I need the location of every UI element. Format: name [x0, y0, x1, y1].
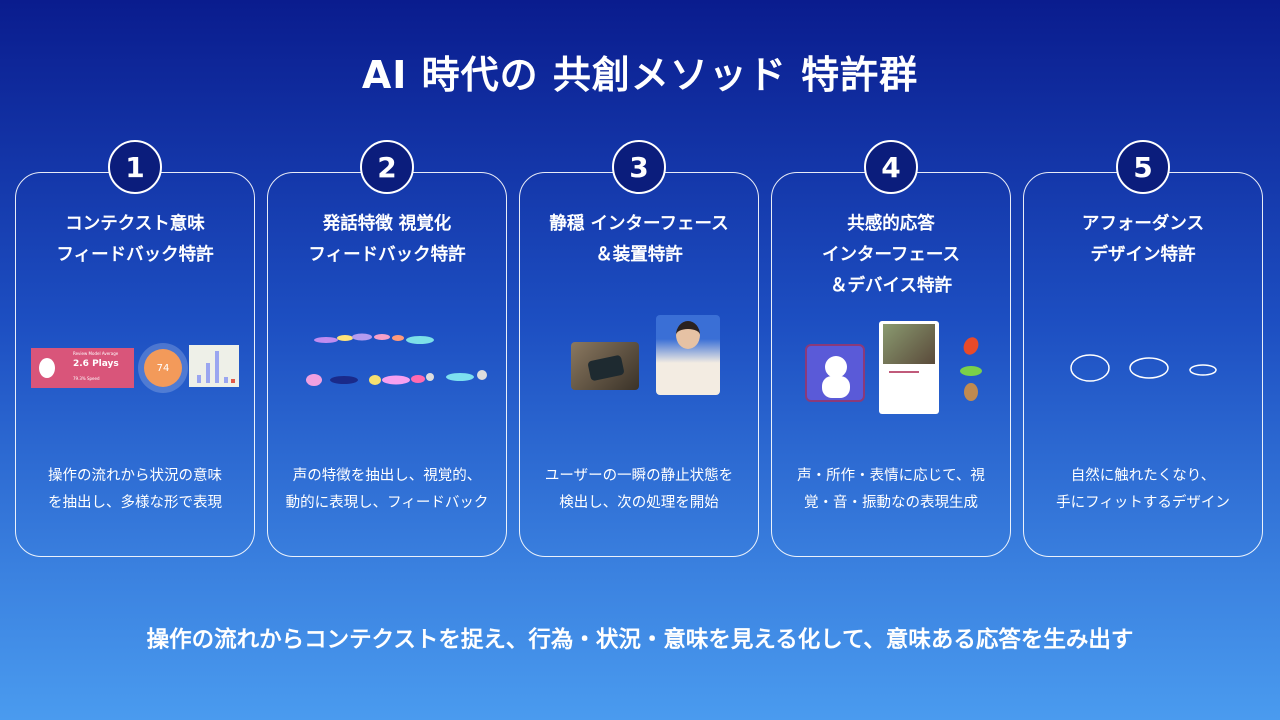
card-description: ユーザーの一瞬の静止状態を検出し、次の処理を開始 — [544, 468, 734, 511]
card-number: 1 — [108, 140, 162, 194]
robot-character-card — [805, 344, 865, 402]
context-dashboard-image: Review Model Average 2.6 Plays 79.3% Spe… — [16, 343, 254, 393]
bar-chart-thumb — [189, 345, 239, 387]
patent-card-4: 4 共感的応答インターフェース＆デバイス特許 声・所作・表情に応じて、視覚・音・… — [771, 140, 1011, 557]
card-number: 3 — [612, 140, 666, 194]
patent-card-2: 2 発話特徴 視覚化フィードバック特許 声の特徴を抽出し、視覚的、動的に表現し、… — [267, 140, 507, 557]
card-number: 5 — [1116, 140, 1170, 194]
summary-footer: 操作の流れからコンテクストを捉え、行為・状況・意味を見える化して、意味ある応答を… — [146, 627, 1134, 653]
card-number: 4 — [864, 140, 918, 194]
page-title: AI 時代の 共創メソッド 特許群 — [361, 53, 919, 97]
affordance-shapes-image — [1070, 354, 1217, 382]
card-title: 発話特徴 視覚化フィードバック特許 — [308, 214, 466, 265]
tablet-touch-photo — [571, 342, 639, 390]
card-title: コンテクスト意味フィードバック特許 — [56, 214, 214, 265]
card-description: 声・所作・表情に応じて、視覚・音・振動なの表現生成 — [797, 468, 985, 511]
patent-card-1: 1 コンテクスト意味フィードバック特許 Review Model Average… — [15, 140, 255, 557]
card-title: 共感的応答インターフェース＆デバイス特許 — [821, 214, 961, 296]
app-screen-card — [879, 321, 939, 414]
card-title: 静穏 インターフェース＆装置特許 — [549, 214, 729, 265]
card-number: 2 — [360, 140, 414, 194]
robot-icon — [39, 358, 55, 378]
card-description: 声の特徴を抽出し、視覚的、動的に表現し、フィードバック — [285, 468, 489, 511]
card-title: アフォーダンスデザイン特許 — [1081, 214, 1205, 265]
score-gauge: 74 — [144, 349, 182, 387]
patent-card-3: 3 静穏 インターフェース＆装置特許 ユーザーの一瞬の静止状態を検出し、次の処理… — [519, 140, 759, 557]
person-with-phone-photo — [656, 315, 720, 395]
sprout-icon — [964, 383, 978, 401]
seed-icon — [960, 334, 982, 358]
card-description: 自然に触れたくなり、手にフィットするデザイン — [1056, 468, 1230, 511]
card-description: 操作の流れから状況の意味を抽出し、多様な形で表現 — [48, 468, 222, 511]
voice-visualization-image — [306, 333, 487, 386]
patent-card-5: 5 アフォーダンスデザイン特許 自然に触れたくなり、手にフィットするデザイン — [1023, 140, 1263, 557]
